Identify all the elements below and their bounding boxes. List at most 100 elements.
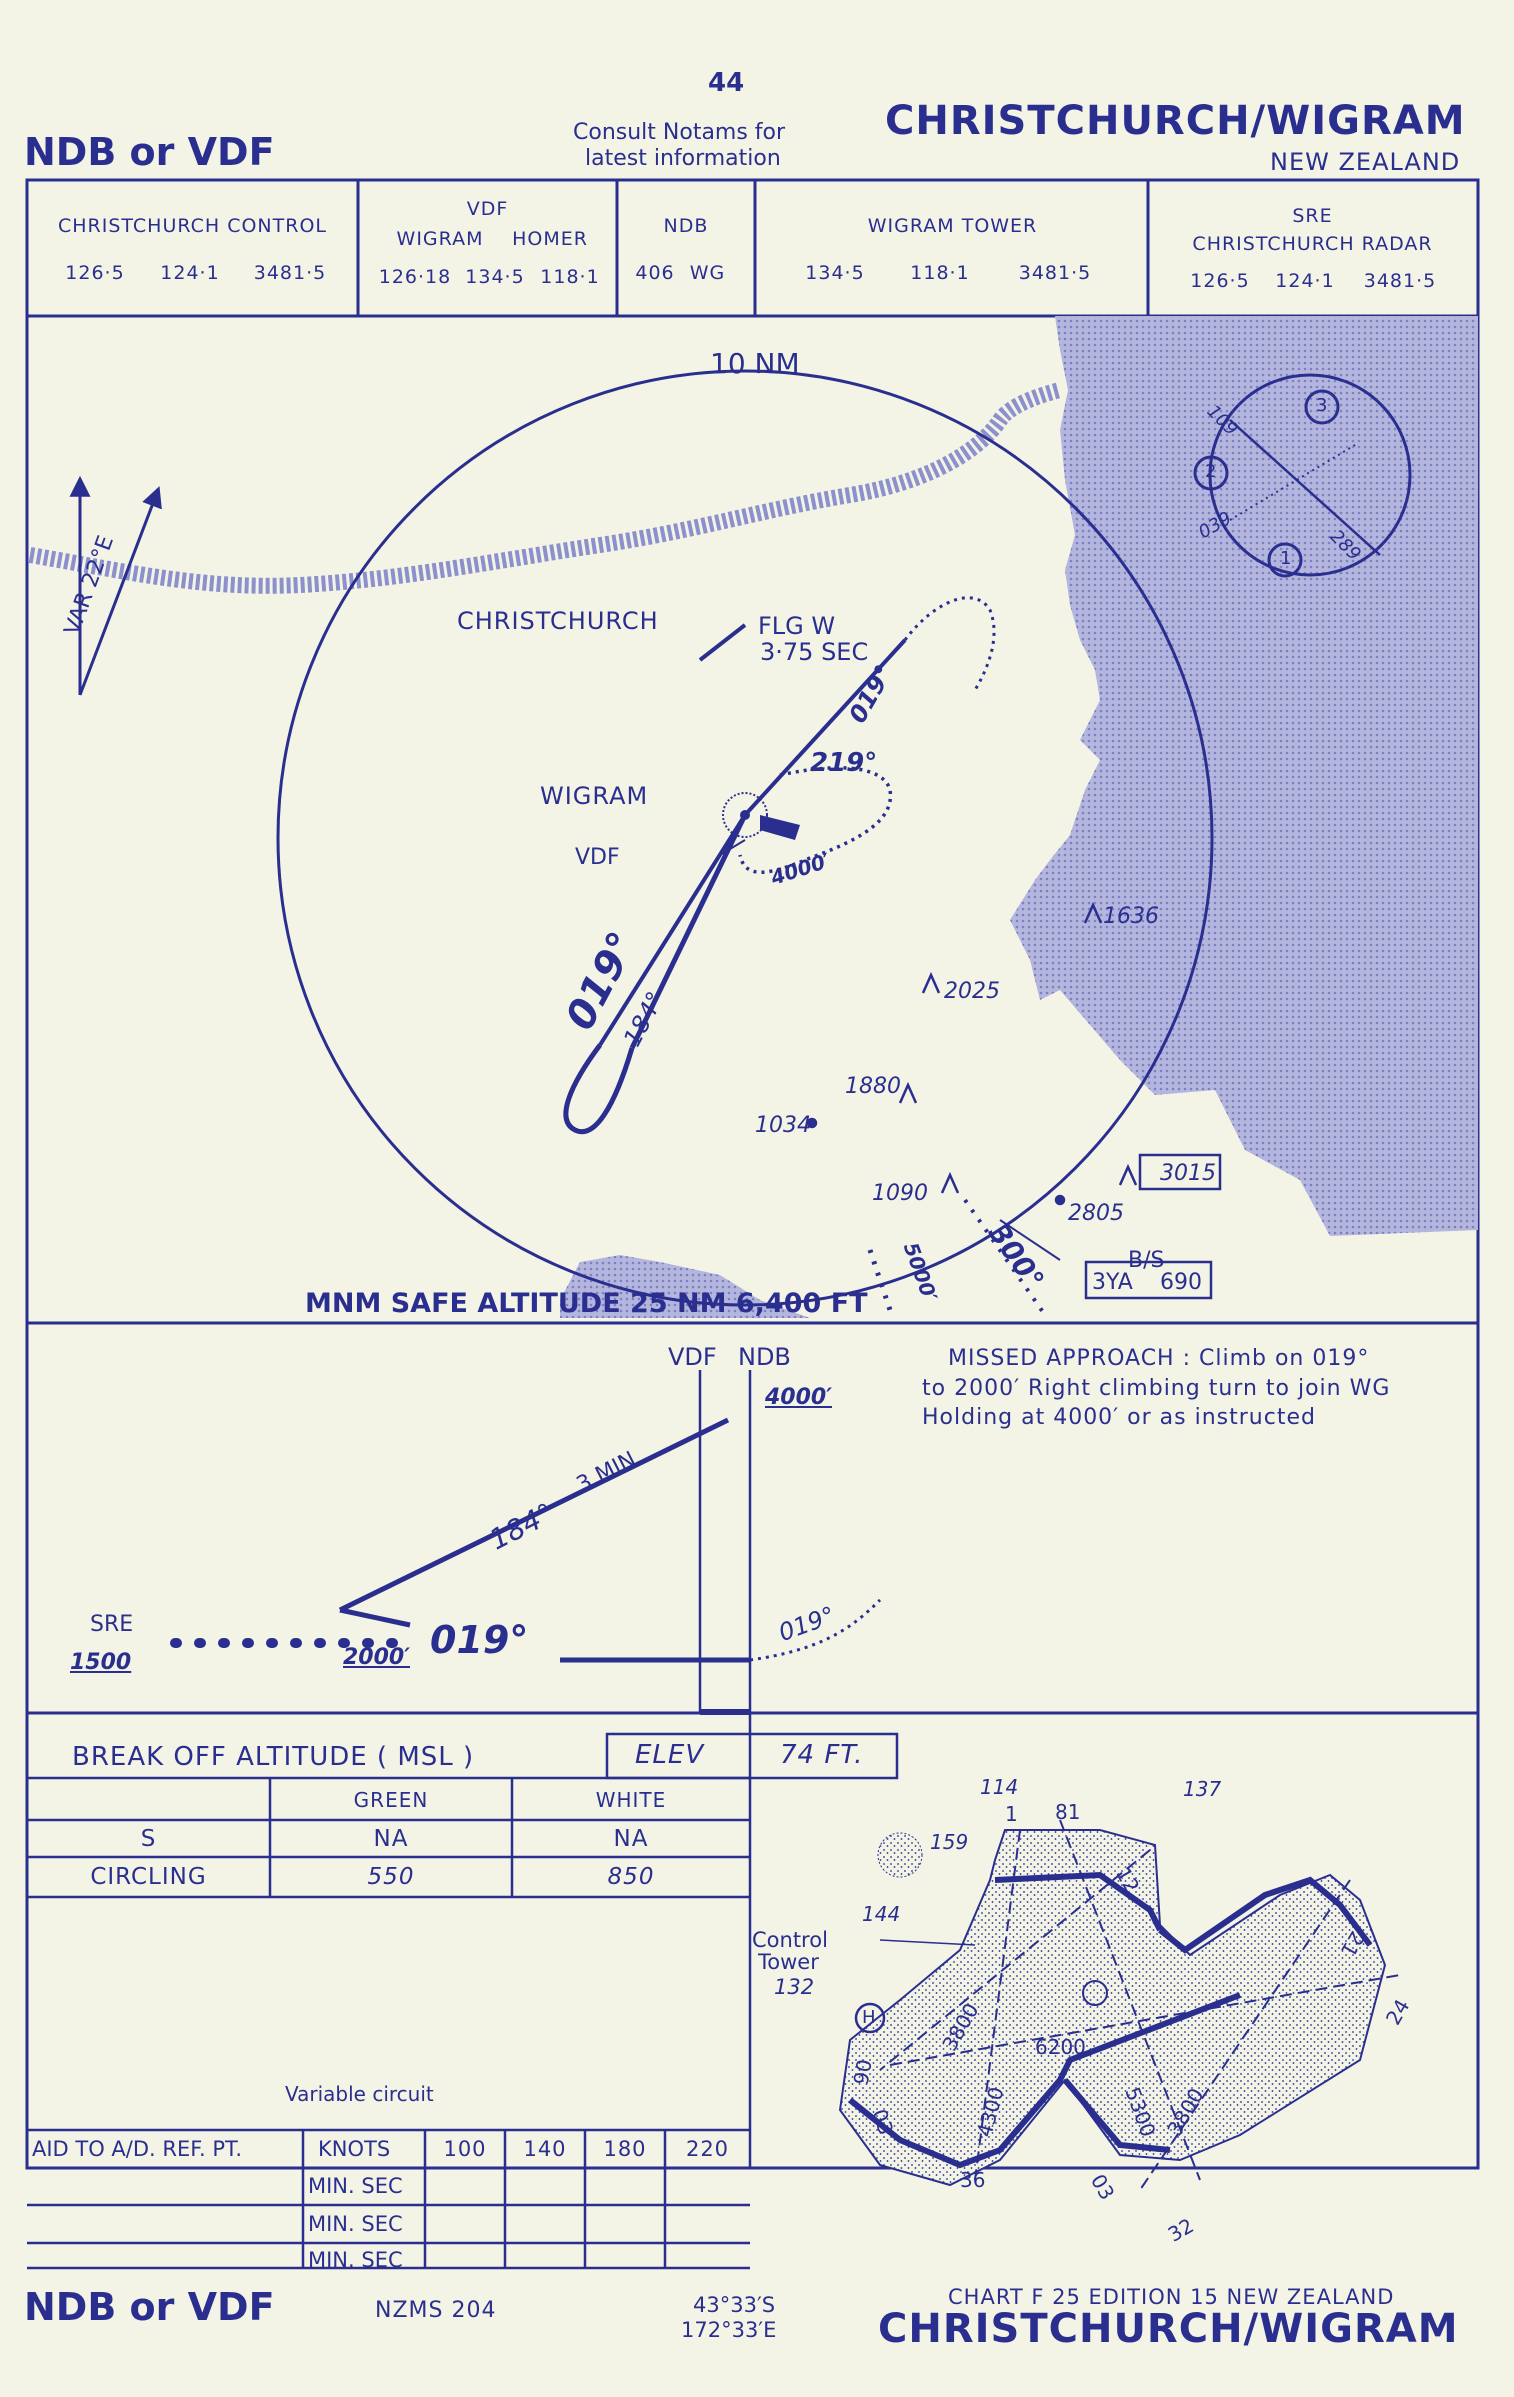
range-label: 10 NM	[710, 347, 800, 380]
col-white: WHITE	[595, 1788, 667, 1812]
spot-height-2025: 2025	[944, 979, 1000, 1004]
spot-height-1636: 1636	[1103, 904, 1159, 929]
profile-019: 019°	[430, 1618, 529, 1662]
knots-label: KNOTS	[318, 2137, 391, 2161]
vdf-homer: HOMER	[512, 228, 588, 250]
inset-entry-2: 2	[1205, 461, 1217, 482]
speed-220: 220	[685, 2137, 730, 2161]
approach-tracks	[563, 596, 1061, 1317]
min-sec-1: MIN. SEC	[308, 2174, 403, 2198]
sre-freq-1: 126·5	[1190, 270, 1250, 292]
elevation-label: ELEV	[635, 1740, 705, 1770]
control-freq-2: 124·1	[160, 262, 220, 284]
river	[28, 382, 1062, 594]
ndb-freq: 406	[635, 262, 675, 284]
marker-label: 1	[1005, 1802, 1018, 1826]
profile-4000: 4000′	[765, 1385, 833, 1410]
header-right-title: CHRISTCHURCH/WIGRAM	[885, 98, 1466, 144]
vdf-label-plan: VDF	[575, 845, 620, 870]
footer-right-title: CHRISTCHURCH/WIGRAM	[878, 2306, 1459, 2352]
spot-height-markers	[806, 901, 1222, 1300]
spot-height-1034: 1034	[755, 1113, 811, 1138]
row-s-white: NA	[613, 1826, 649, 1852]
course-219: 219°	[810, 748, 878, 778]
vdf-label: VDF	[466, 198, 509, 220]
length-6200: 6200	[1035, 2035, 1086, 2059]
profile-2000: 2000′	[343, 1645, 411, 1670]
sre-freq-2: 124·1	[1275, 270, 1335, 292]
header-left-title: NDB or VDF	[24, 130, 275, 174]
rwy-36: 36	[960, 2168, 986, 2192]
wigram-aerodrome-symbol	[722, 792, 800, 840]
minima-table-lines	[25, 1713, 899, 2270]
control-tower-height: 132	[774, 1975, 815, 1999]
broadcast-label: B/S	[1128, 1248, 1165, 1273]
notam-line-2: latest information	[585, 146, 781, 171]
sea-area	[1010, 316, 1478, 1236]
sre-freq-3: 3481·5	[1363, 270, 1437, 292]
max-height-3015: 3015	[1160, 1161, 1216, 1186]
speed-140: 140	[523, 2137, 567, 2161]
control-label: CHRISTCHURCH CONTROL	[57, 215, 327, 237]
missed-approach-line-1: MISSED APPROACH : Climb on 019°	[948, 1346, 1370, 1371]
speed-180: 180	[603, 2137, 647, 2161]
spot-height-2805: 2805	[1068, 1201, 1124, 1226]
fan-marker-seconds: 3·75 SEC	[760, 638, 869, 666]
vdf-freq-1: 126·18	[378, 266, 452, 288]
height-144: 144	[862, 1902, 901, 1926]
elevation-value: 74 FT.	[780, 1740, 864, 1770]
inset-entry-3: 3	[1316, 395, 1328, 416]
vdf-freq-3: 118·1	[540, 266, 600, 288]
north-arrow	[69, 475, 162, 696]
col-green: GREEN	[353, 1788, 429, 1812]
control-freq-1: 126·5	[65, 262, 125, 284]
fan-marker-label: FLG W	[758, 612, 836, 640]
footer-longitude: 172°33′E	[681, 2318, 777, 2342]
missed-approach-line-3: Holding at 4000′ or as instructed	[922, 1405, 1316, 1430]
speed-100: 100	[443, 2137, 487, 2161]
sre-radar-label: CHRISTCHURCH RADAR	[1192, 233, 1433, 255]
profile-sre: SRE	[90, 1612, 134, 1637]
tower-label: WIGRAM TOWER	[867, 215, 1038, 237]
rwy-90: 90	[848, 2057, 877, 2087]
aid-label: AID TO A/D. REF. PT.	[32, 2137, 242, 2161]
min-sec-3: MIN. SEC	[308, 2248, 403, 2272]
row-circling-green: 550	[367, 1864, 415, 1890]
tower-freq-1: 134·5	[805, 262, 865, 284]
ndb-ident: WG	[689, 262, 726, 284]
rwy-81: 81	[1055, 1800, 1081, 1824]
row-s-green: NA	[373, 1826, 409, 1852]
page-number: 44	[708, 68, 745, 98]
aerodrome-diagram	[838, 1819, 1401, 2191]
ndb-label: NDB	[663, 215, 709, 237]
control-tower-label-2: Tower	[758, 1950, 819, 1974]
broadcast-freq: 690	[1160, 1270, 1202, 1295]
footer-chart-edition: CHART F 25 EDITION 15 NEW ZEALAND	[948, 2285, 1395, 2309]
tower-freq-3: 3481·5	[1018, 262, 1092, 284]
row-s-label: S	[140, 1826, 157, 1852]
missed-approach-line-2: to 2000′ Right climbing turn to join WG	[922, 1376, 1391, 1401]
row-circling-label: CIRCLING	[90, 1864, 207, 1890]
profile-ndb: NDB	[738, 1343, 791, 1371]
city-label: CHRISTCHURCH	[457, 607, 659, 635]
footer-latitude: 43°33′S	[693, 2293, 776, 2317]
sre-label: SRE	[1292, 205, 1333, 227]
tower-freq-2: 118·1	[910, 262, 970, 284]
spot-height-1880: 1880	[845, 1074, 901, 1099]
range-ring	[276, 369, 1214, 1307]
minima-title: BREAK OFF ALTITUDE ( MSL )	[72, 1742, 475, 1772]
height-137: 137	[1183, 1777, 1222, 1801]
inset-entry-1: 1	[1280, 548, 1292, 569]
vdf-freq-2: 134·5	[465, 266, 525, 288]
row-circling-white: 850	[607, 1864, 655, 1890]
profile-view	[170, 1370, 882, 1715]
broadcast-station: 3YA	[1092, 1270, 1133, 1295]
profile-1500: 1500	[70, 1650, 132, 1675]
height-114: 114	[980, 1775, 1019, 1799]
msa-label: MNM SAFE ALTITUDE 25 NM 6,400 FT	[305, 1288, 868, 1319]
control-tower-label: Control	[752, 1928, 828, 1952]
wigram-label: WIGRAM	[540, 782, 649, 810]
height-159: 159	[930, 1830, 969, 1854]
holding-inset	[1193, 373, 1412, 578]
